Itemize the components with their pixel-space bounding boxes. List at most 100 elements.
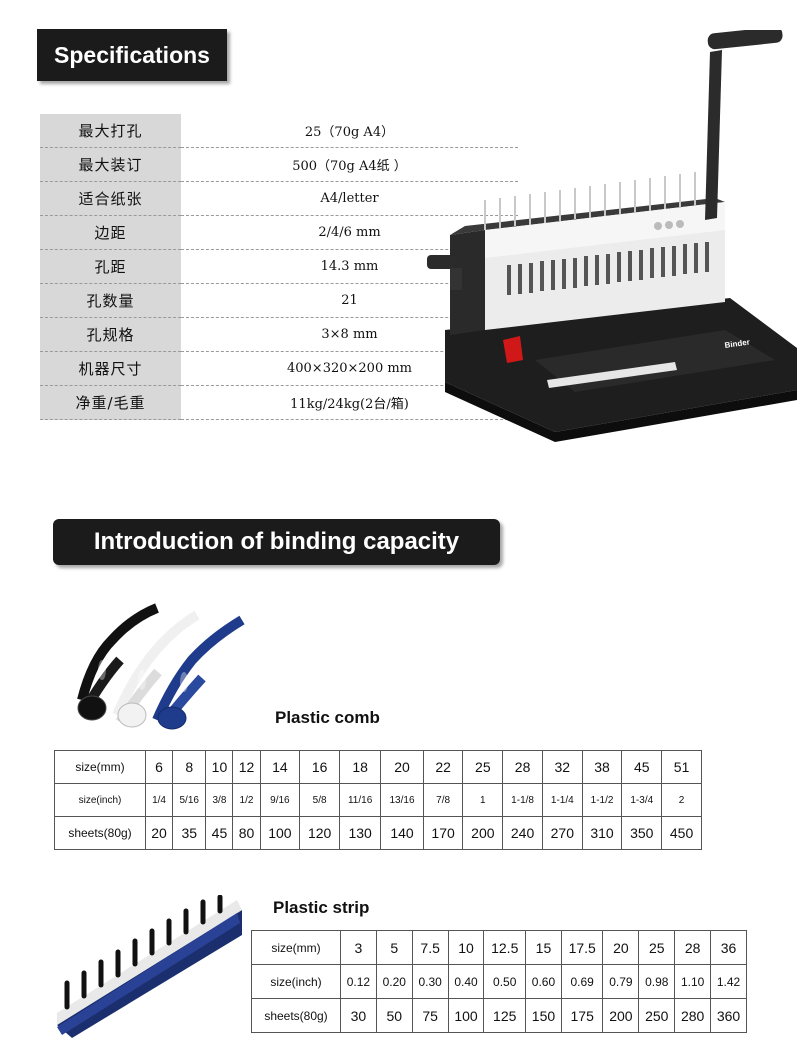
- spec-value: 500（70g A4纸 ）: [181, 147, 518, 182]
- specifications-banner: Specifications: [37, 29, 227, 81]
- comb-sheets-cell: 80: [232, 816, 261, 850]
- comb-sheets-cell: 35: [172, 816, 207, 850]
- strip-mm-cell: 3: [340, 930, 377, 965]
- spec-label: 边距: [40, 215, 181, 250]
- spec-value: 25（70g A4）: [181, 114, 518, 148]
- strip-inch-cell: 0.20: [375, 964, 413, 999]
- comb-inch-cell: 1: [462, 783, 504, 817]
- comb-mm-cell: 14: [259, 750, 301, 784]
- comb-sheets-cell: 120: [299, 816, 340, 850]
- spec-label: 孔数量: [40, 283, 181, 318]
- comb-mm-cell: 20: [380, 750, 424, 784]
- strip-sheets-cell: 75: [411, 998, 449, 1033]
- strip-sheets-cell: 150: [525, 998, 562, 1033]
- comb-sheets-cell: 310: [581, 816, 623, 850]
- comb-sheets-cell: 170: [422, 816, 464, 850]
- comb-sheets-cell: 45: [205, 816, 234, 850]
- comb-sheets-cell: 240: [502, 816, 543, 850]
- comb-sheets-cell: 20: [144, 816, 174, 850]
- comb-inch-cell: 11/16: [338, 783, 382, 817]
- strip-sheets-cell: 280: [674, 998, 712, 1033]
- strip-mm-cell: 25: [638, 930, 676, 965]
- comb-header-mm: size(mm): [54, 750, 146, 784]
- comb-inch-cell: 7/8: [422, 783, 464, 817]
- comb-mm-cell: 32: [541, 750, 583, 784]
- strip-inch-cell: 0.98: [638, 964, 676, 999]
- comb-header-inch: size(inch): [54, 783, 146, 817]
- plastic-comb-title: Plastic comb: [275, 708, 380, 727]
- strip-inch-cell: 0.79: [602, 964, 640, 999]
- strip-mm-cell: 10: [447, 930, 485, 965]
- strip-mm-cell: 12.5: [483, 930, 527, 965]
- comb-inch-cell: 3/8: [205, 783, 234, 817]
- strip-mm-cell: 5: [375, 930, 413, 965]
- strip-inch-cell: 1.42: [710, 964, 747, 999]
- spec-label: 适合纸张: [40, 181, 181, 216]
- strip-sheets-cell: 360: [710, 998, 747, 1033]
- comb-inch-cell: 5/8: [299, 783, 340, 817]
- comb-sheets-cell: 130: [338, 816, 382, 850]
- binding-machine-image: Binder: [427, 30, 797, 442]
- strip-sheets-cell: 175: [560, 998, 604, 1033]
- strip-sheets-cell: 30: [340, 998, 377, 1033]
- strip-mm-cell: 20: [602, 930, 640, 965]
- comb-inch-cell: 1-1/8: [502, 783, 543, 817]
- plastic-comb-image: [77, 603, 245, 730]
- strip-sheets-cell: 250: [638, 998, 676, 1033]
- comb-mm-cell: 10: [205, 750, 234, 784]
- comb-mm-cell: 16: [299, 750, 340, 784]
- comb-mm-cell: 12: [232, 750, 261, 784]
- strip-header-mm: size(mm): [251, 930, 341, 965]
- strip-inch-cell: 0.69: [560, 964, 604, 999]
- machine-brand-label: Binder: [724, 338, 750, 350]
- strip-header-inch: size(inch): [251, 964, 341, 999]
- comb-inch-cell: 5/16: [172, 783, 207, 817]
- comb-mm-cell: 45: [621, 750, 663, 784]
- comb-inch-cell: 1-1/4: [541, 783, 583, 817]
- comb-mm-cell: 28: [502, 750, 543, 784]
- spec-label: 最大打孔: [40, 114, 181, 148]
- strip-inch-cell: 0.50: [483, 964, 527, 999]
- spec-label: 孔规格: [40, 317, 181, 352]
- binding-capacity-banner: Introduction of binding capacity: [53, 519, 500, 565]
- strip-mm-cell: 17.5: [560, 930, 604, 965]
- comb-header-sheets: sheets(80g): [54, 816, 146, 850]
- spec-label: 最大装订: [40, 147, 181, 182]
- strip-sheets-cell: 100: [447, 998, 485, 1033]
- comb-inch-cell: 1-3/4: [621, 783, 663, 817]
- comb-mm-cell: 25: [462, 750, 504, 784]
- comb-mm-cell: 38: [581, 750, 623, 784]
- spec-label: 机器尺寸: [40, 351, 181, 386]
- comb-sheets-cell: 140: [380, 816, 424, 850]
- plastic-strip-image: [57, 895, 242, 1038]
- comb-mm-cell: 22: [422, 750, 464, 784]
- comb-inch-cell: 1/4: [144, 783, 174, 817]
- comb-inch-cell: 1/2: [232, 783, 261, 817]
- strip-inch-cell: 0.12: [340, 964, 377, 999]
- comb-sheets-cell: 450: [661, 816, 702, 850]
- spec-label: 孔距: [40, 249, 181, 284]
- spec-label: 净重/毛重: [40, 385, 181, 420]
- comb-mm-cell: 8: [172, 750, 207, 784]
- comb-inch-cell: 2: [661, 783, 702, 817]
- comb-sheets-cell: 270: [541, 816, 583, 850]
- strip-inch-cell: 0.30: [411, 964, 449, 999]
- strip-sheets-cell: 50: [375, 998, 413, 1033]
- spec-value: A4/letter: [181, 181, 518, 216]
- comb-mm-cell: 18: [338, 750, 382, 784]
- comb-inch-cell: 1-1/2: [581, 783, 623, 817]
- strip-header-sheets: sheets(80g): [251, 998, 341, 1033]
- strip-mm-cell: 28: [674, 930, 712, 965]
- comb-sheets-cell: 100: [259, 816, 301, 850]
